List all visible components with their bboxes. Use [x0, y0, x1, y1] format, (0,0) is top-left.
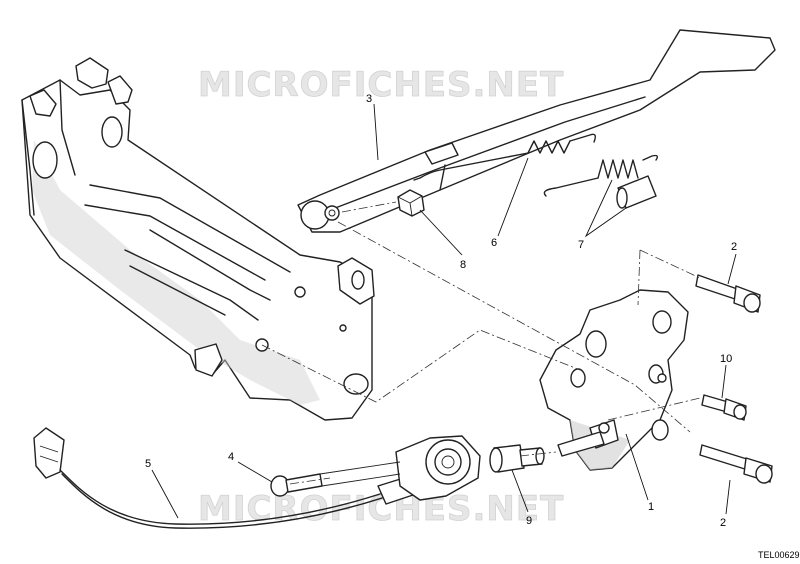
part-4-screw	[270, 461, 401, 497]
part-6-spring	[413, 133, 597, 181]
callout-2-upper: 2	[731, 241, 737, 253]
watermark-bottom: MICROFICHES.NET	[198, 489, 564, 529]
callout-6: 6	[491, 237, 497, 249]
callout-9: 9	[526, 515, 532, 527]
part-2-bolt-lower	[699, 444, 773, 484]
callout-7: 7	[578, 239, 584, 251]
callout-1: 1	[648, 501, 654, 513]
callout-5: 5	[145, 458, 151, 470]
part-1-mounting-plate	[539, 289, 689, 471]
part-7-spring-and-sleeve	[543, 154, 659, 209]
part-3-side-stand-leg	[297, 29, 776, 233]
callout-8: 8	[460, 259, 466, 271]
frame-bracket	[21, 57, 375, 421]
switch-body	[395, 435, 481, 501]
callout-4: 4	[228, 451, 234, 463]
callout-10: 10	[720, 353, 732, 365]
part-2-bolt-upper	[695, 274, 761, 313]
assembly-lines	[261, 201, 701, 485]
callout-3: 3	[366, 93, 372, 105]
reference-code: TEL00629	[758, 550, 800, 560]
part-9-pivot-bolt	[489, 444, 545, 473]
leader-lines	[151, 103, 737, 519]
watermark-top: MICROFICHES.NET	[198, 65, 564, 105]
callout-2-lower: 2	[720, 517, 726, 529]
part-8-nut	[397, 189, 425, 217]
part-10-bolt	[701, 394, 747, 421]
